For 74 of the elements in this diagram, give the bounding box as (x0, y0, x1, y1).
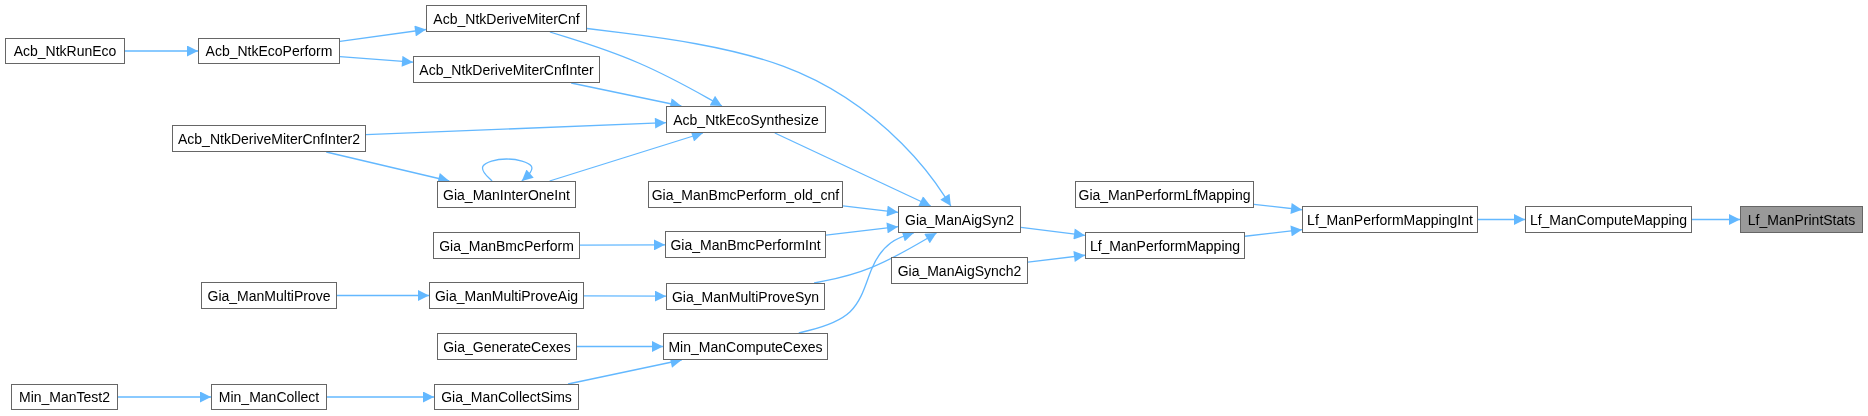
call-arrow (124, 45, 199, 57)
function-box (1075, 181, 1254, 208)
function-box (898, 206, 1021, 233)
function-box (5, 38, 125, 64)
function-box (11, 384, 118, 410)
function-box (648, 181, 843, 208)
function-box (665, 231, 826, 258)
call-arrow (576, 341, 664, 352)
function-name: Gia_ManMultiProveSyn (671, 288, 820, 305)
function-box (429, 282, 584, 309)
call-arrow (583, 290, 667, 302)
call-arrow (774, 132, 932, 207)
function-box (663, 333, 828, 360)
call-arrow (1020, 226, 1086, 240)
function-name: Acb_NtkEcoSynthesize (673, 111, 819, 128)
function-name: Acb_NtkEcoPerform (205, 43, 333, 59)
function-name: Gia_ManBmcPerform_old_cnf (651, 186, 840, 203)
function-name: Acb_NtkDeriveMiterCnf (433, 10, 580, 27)
function-name: Acb_NtkDeriveMiterCnfInter (419, 61, 594, 78)
function-box (666, 283, 825, 310)
function-box (666, 106, 826, 133)
function-name: Gia_ManCollectSims (441, 389, 572, 405)
function-name: Gia_ManBmcPerformInt (670, 236, 821, 253)
call-arrow (326, 391, 435, 403)
function-name: Lf_ManPrintStats (1747, 211, 1856, 228)
call-arrow (842, 205, 899, 217)
call-arrow (1244, 225, 1303, 237)
call-arrow (586, 27, 952, 207)
function-box (437, 181, 576, 208)
function-name: Lf_ManPerformMapping (1089, 237, 1241, 254)
function-name: Gia_ManMultiProve (207, 287, 331, 304)
function-name: Min_ManTest2 (18, 389, 110, 405)
function-name: Gia_ManPerformLfMapping (1078, 186, 1251, 203)
call-arrow (339, 25, 427, 42)
function-box (1740, 206, 1863, 233)
function-name: Acb_NtkRunEco (13, 43, 117, 59)
call-arrow (1253, 203, 1303, 214)
function-box (172, 125, 366, 152)
function-box (198, 38, 340, 64)
function-name: Gia_ManAigSyn2 (905, 211, 1014, 228)
call-arrow (825, 222, 899, 236)
call-arrow (1477, 214, 1526, 225)
function-box (1085, 232, 1245, 259)
function-name: Min_ManCollect (218, 389, 320, 405)
function-name: Gia_GenerateCexes (443, 338, 571, 355)
call-arrow (549, 31, 723, 107)
function-box (211, 384, 327, 410)
call-arrow (481, 158, 534, 182)
call-arrow (365, 117, 667, 136)
function-name: Lf_ManComputeMapping (1529, 211, 1688, 228)
function-name: Min_ManComputeCexes (668, 338, 823, 355)
call-arrow (813, 232, 938, 284)
function-name: Gia_ManMultiProveAig (434, 287, 579, 304)
call-arrow (336, 290, 430, 301)
function-name: Gia_ManAigSynch2 (897, 262, 1022, 279)
call-arrow (1027, 251, 1086, 263)
function-box (437, 333, 577, 360)
call-arrow (1691, 214, 1741, 225)
function-name: Acb_NtkDeriveMiterCnfInter2 (177, 130, 361, 147)
function-box (426, 5, 587, 32)
function-box (413, 56, 600, 83)
call-arrow (117, 391, 212, 403)
call-arrow (548, 131, 704, 182)
call-arrow (579, 239, 666, 251)
function-box (1525, 206, 1692, 233)
function-name: Gia_ManInterOneInt (443, 186, 570, 203)
function-box (433, 232, 580, 259)
function-box (1302, 206, 1478, 233)
function-box (891, 257, 1028, 284)
function-name: Lf_ManPerformMappingInt (1307, 211, 1473, 228)
function-box (434, 384, 579, 410)
function-name: Gia_ManBmcPerform (439, 237, 574, 254)
function-box (201, 282, 337, 309)
call-arrow (339, 55, 414, 67)
